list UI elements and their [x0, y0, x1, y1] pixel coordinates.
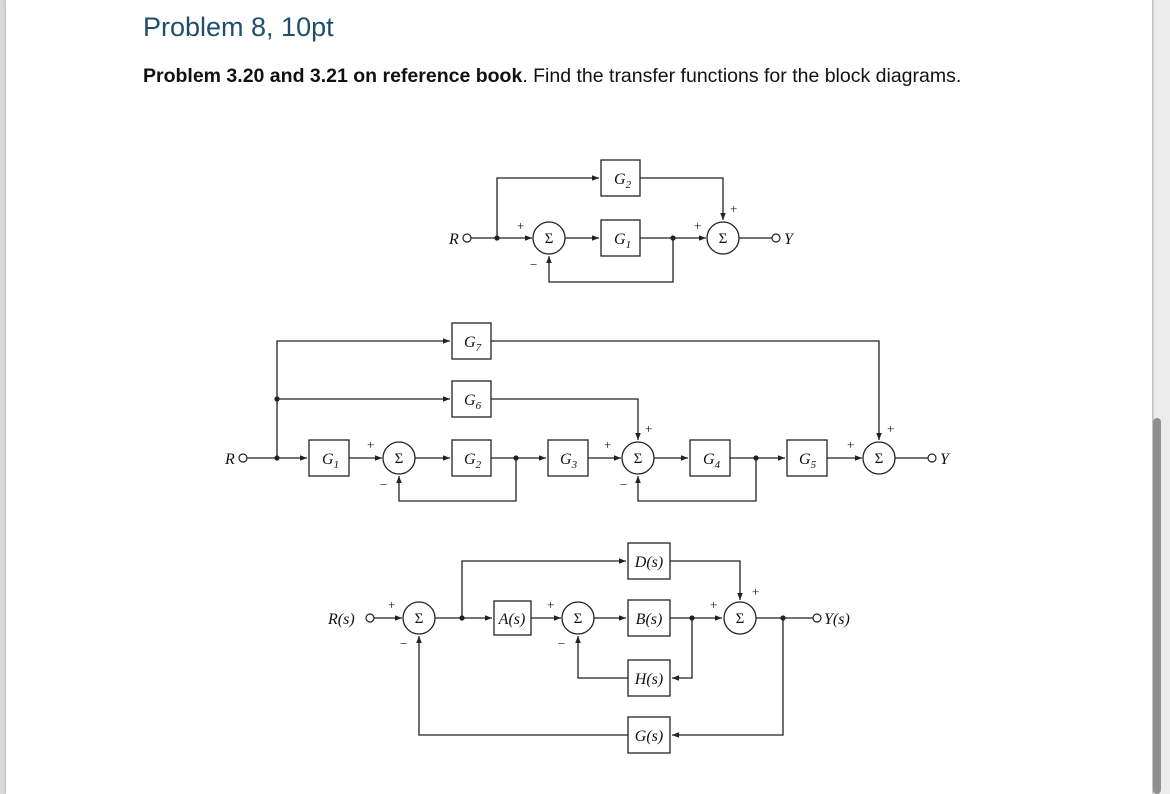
sign-plus: + — [517, 218, 524, 233]
problem-instruction: . Find the transfer functions for the bl… — [522, 65, 962, 87]
scrollbar-thumb[interactable] — [1153, 418, 1161, 794]
sign-plus: + — [710, 597, 717, 612]
block-g7-label: G7 — [464, 334, 482, 354]
output-label: Y(s) — [824, 611, 850, 628]
sign-minus: − — [620, 477, 627, 492]
input-terminal — [238, 453, 248, 463]
sign-plus: + — [367, 437, 374, 452]
block-g5-label: G5 — [799, 451, 817, 471]
sign-plus: + — [730, 201, 737, 216]
block-a-label: A(s) — [498, 611, 526, 628]
document-page — [6, 0, 1152, 794]
page-title: Problem 8, 10pt — [143, 12, 334, 42]
problem-reference: Problem 3.20 and 3.21 on reference book — [143, 65, 523, 87]
input-terminal — [462, 233, 472, 243]
sigma-symbol: Σ — [574, 611, 583, 627]
input-label: R — [448, 231, 459, 248]
block-g6-label: G6 — [464, 392, 482, 412]
block-b-label: B(s) — [636, 611, 663, 628]
input-label: R(s) — [327, 611, 355, 628]
block-g1 — [308, 439, 350, 477]
block-g5 — [786, 439, 828, 477]
input-label: R — [224, 451, 235, 468]
sign-plus: + — [604, 437, 611, 452]
sign-minus: − — [400, 636, 407, 651]
diagram-3: R(s) Σ + − A(s) Σ + − D(s) B(s) H(s) G(s… — [327, 542, 850, 754]
block-h — [627, 659, 671, 697]
sigma-symbol: Σ — [545, 231, 554, 247]
sign-minus: − — [530, 257, 537, 272]
output-terminal — [771, 233, 781, 243]
block-g2-label: G2 — [614, 171, 632, 191]
input-terminal — [365, 613, 375, 623]
output-terminal — [812, 613, 822, 623]
diagram-2: R G1 Σ + − G7 G6 G2 G3 Σ + + − G4 — [224, 322, 951, 502]
problem-statement: Problem 3.20 and 3.21 on reference book.… — [143, 60, 1003, 92]
block-b — [627, 599, 671, 637]
block-g-label: G(s) — [635, 728, 663, 745]
sign-plus: + — [887, 421, 894, 436]
sign-minus: − — [380, 477, 387, 492]
block-g2-label: G2 — [464, 451, 482, 471]
block-d-label: D(s) — [634, 554, 663, 571]
block-g — [627, 716, 671, 754]
sign-plus: + — [388, 597, 395, 612]
sign-plus: + — [645, 421, 652, 436]
block-a — [493, 600, 532, 636]
sign-plus: + — [752, 584, 759, 599]
block-g4-label: G4 — [703, 451, 721, 471]
block-g1 — [600, 219, 641, 257]
block-h-label: H(s) — [634, 671, 663, 688]
output-label: Y — [784, 231, 795, 248]
sign-plus: + — [694, 218, 701, 233]
sigma-symbol: Σ — [634, 451, 643, 467]
block-g1-label: G1 — [614, 231, 631, 251]
sign-plus: + — [847, 437, 854, 452]
sigma-symbol: Σ — [395, 451, 404, 467]
sign-minus: − — [558, 636, 565, 651]
sigma-symbol: Σ — [719, 231, 728, 247]
block-g1-label: G1 — [322, 451, 339, 471]
sigma-symbol: Σ — [415, 611, 424, 627]
sigma-symbol: Σ — [875, 451, 884, 467]
sigma-symbol: Σ — [736, 611, 745, 627]
diagram-1: R Σ + − G2 G1 Σ + + Y — [448, 159, 795, 283]
output-label: Y — [940, 451, 951, 468]
block-g3-label: G3 — [560, 451, 578, 471]
sign-plus: + — [547, 597, 554, 612]
output-terminal — [927, 453, 937, 463]
